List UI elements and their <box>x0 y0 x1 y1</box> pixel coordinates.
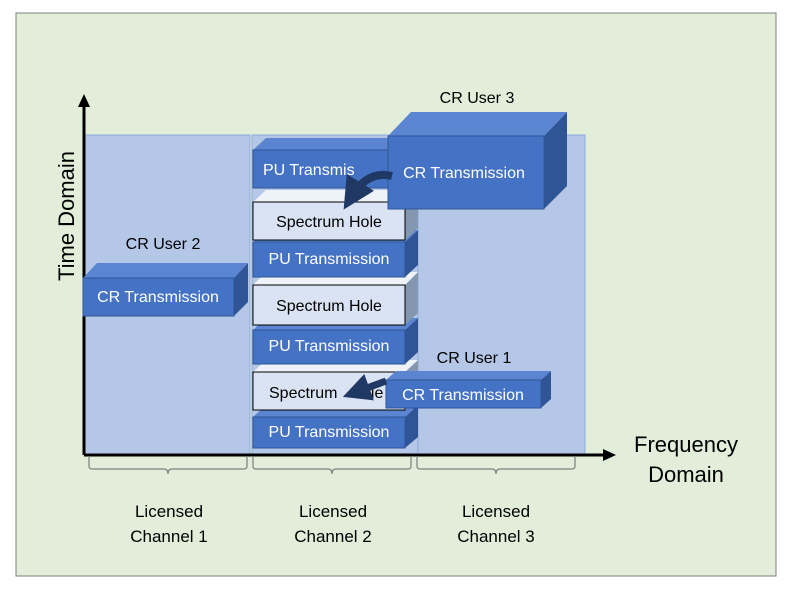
x-axis-label-line1: Frequency <box>634 432 738 457</box>
channel-3-label-line1: Licensed <box>462 502 530 521</box>
channel-2-label-line1: Licensed <box>299 502 367 521</box>
channel-3-brace <box>416 457 576 475</box>
cr-user-1-transmission-block: CR Transmission <box>385 371 551 409</box>
y-axis-arrowhead <box>78 94 90 107</box>
svg-text:PU Transmission: PU Transmission <box>269 251 390 268</box>
svg-text:Spectrum Hole: Spectrum Hole <box>276 214 382 231</box>
channel-1-label-line2: Channel 1 <box>130 527 208 546</box>
channel-3-label-line2: Channel 3 <box>457 527 535 546</box>
svg-text:Spectrum: Spectrum <box>269 385 337 402</box>
cr-user-2-label: CR User 2 <box>126 236 201 253</box>
svg-text:Spectrum Hole: Spectrum Hole <box>276 298 382 315</box>
y-axis-label: Time Domain <box>54 151 79 281</box>
channel-1-label-line1: Licensed <box>135 502 203 521</box>
channel-2-brace <box>252 457 412 475</box>
pu-transmission-block-bottom: PU Transmission <box>252 405 418 449</box>
channel-1-brace <box>88 457 248 475</box>
pu-transmission-block-top: PU Transmis <box>252 138 418 189</box>
x-axis-arrowhead <box>603 449 616 461</box>
cr-user-1-label: CR User 1 <box>437 350 512 367</box>
cr-user-3-label: CR User 3 <box>440 90 515 107</box>
svg-text:CR Transmission: CR Transmission <box>97 289 219 306</box>
curved-arrow-icon <box>343 171 393 210</box>
spectrum-hole-block-middle: Spectrum Hole <box>252 272 418 326</box>
arrow-icon <box>342 374 388 401</box>
svg-text:CR Transmission: CR Transmission <box>403 165 525 182</box>
svg-text:PU Transmission: PU Transmission <box>269 424 390 441</box>
svg-text:PU Transmis: PU Transmis <box>263 162 355 179</box>
cr-user-2-transmission-block: CR Transmission <box>82 263 248 317</box>
svg-text:PU Transmission: PU Transmission <box>269 338 390 355</box>
x-axis-label-line2: Domain <box>648 462 724 487</box>
channel-2-label-line2: Channel 2 <box>294 527 372 546</box>
cr-user-3-transmission-block: CR Transmission <box>387 112 567 210</box>
svg-text:CR Transmission: CR Transmission <box>402 387 524 404</box>
